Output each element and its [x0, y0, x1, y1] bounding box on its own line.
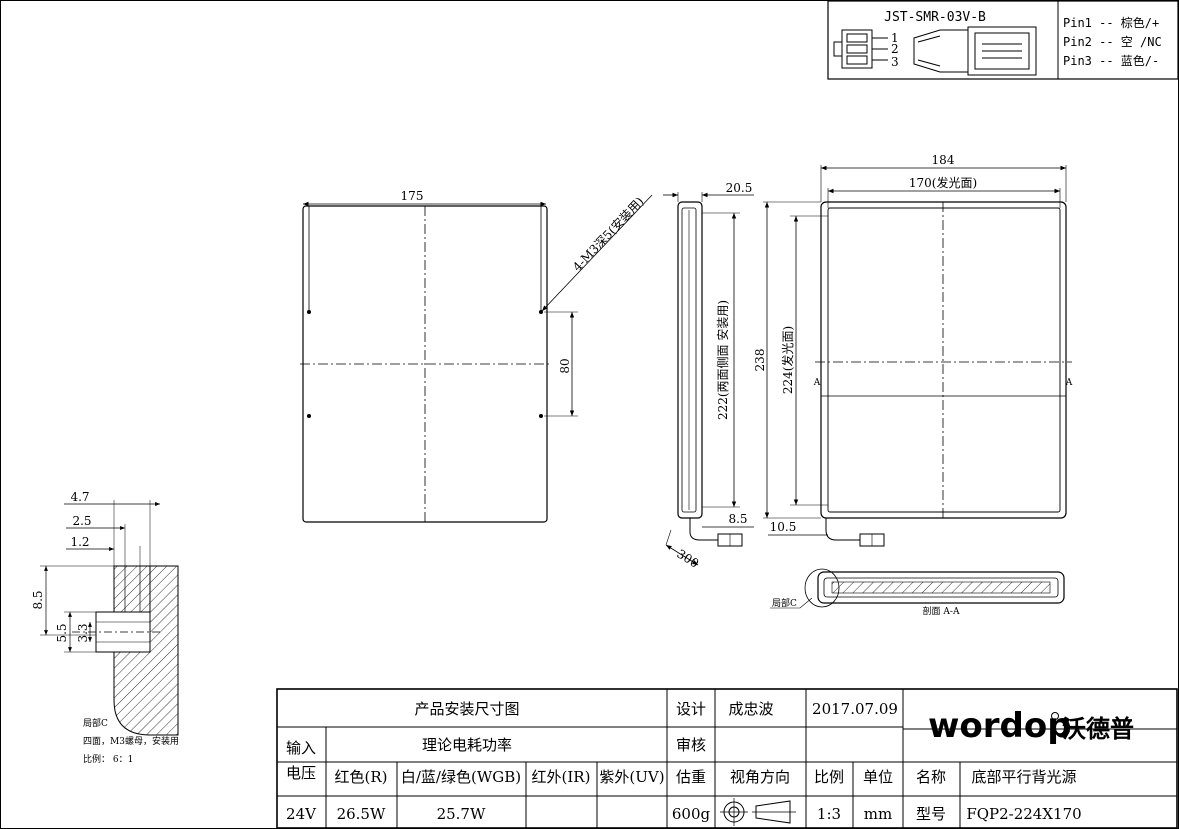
wgb-power-value: 25.7W: [437, 805, 486, 823]
cable-length-dim: 300: [674, 547, 701, 571]
unit-label: 单位: [863, 768, 893, 786]
detail-note-scale: 比例： 6：1: [83, 753, 133, 765]
detail-view: 4.7 2.5 1.2 8.5 5.5 3.3 局部C 四面，M3螺母，安装用 …: [31, 490, 179, 765]
detail-note-title: 局部C: [83, 717, 108, 729]
design-label: 设计: [676, 700, 706, 718]
designer-name: 成忠波: [728, 700, 773, 718]
section-mark-right: A: [1065, 378, 1073, 388]
detail-dim-8-5: 8.5: [31, 590, 45, 609]
col-wgb: 白/蓝/绿色(WGB): [401, 768, 521, 786]
detail-dim-3-3: 3.3: [76, 623, 90, 642]
pin1-desc: Pin1 -- 棕色/+: [1063, 15, 1159, 30]
section-view: 局部C 剖面 A-A: [770, 568, 1065, 617]
outer-height-dim: 238: [753, 349, 767, 372]
emit-width-dim: 170(发光面): [909, 175, 977, 190]
col-uv: 紫外(UV): [599, 768, 664, 786]
col-ir: 红外(IR): [532, 768, 591, 786]
pin-number-3: 3: [891, 55, 899, 69]
registered-mark-icon: [1051, 712, 1059, 720]
brand-logo-latin: wordop: [928, 706, 1072, 746]
red-power-value: 26.5W: [337, 805, 386, 823]
side-view: 20.5 222(两面侧面 安装用) 8.5 300: [663, 181, 754, 571]
power-header: 理论电耗功率: [422, 736, 512, 754]
detail-callout: 局部C: [772, 597, 797, 609]
pin-number-2: 2: [891, 42, 899, 56]
hole-pitch-dim: 80: [558, 358, 572, 373]
detail-note-desc: 四面，M3螺母，安装用: [83, 735, 179, 747]
unit-value: mm: [864, 805, 892, 823]
model-value: FQP2-224X170: [966, 805, 1081, 823]
connector-box: JST-SMR-03V-B 1 2 3 Pin1 -- 棕色/+ Pin2 --…: [827, 0, 1179, 80]
connector-housing-icon: [913, 26, 1037, 76]
detail-dim-5-5: 5.5: [55, 623, 69, 642]
voltage-value: 24V: [286, 805, 317, 823]
model-label: 型号: [916, 805, 946, 823]
connector-plug-icon: [833, 29, 888, 69]
input-label-1: 输入: [286, 739, 316, 757]
offset-dim: 10.5: [770, 520, 797, 534]
scale-value: 1:3: [817, 805, 841, 823]
review-label: 审核: [676, 736, 706, 754]
weight-label: 估重: [676, 768, 706, 786]
side-thickness-dim: 20.5: [726, 181, 753, 195]
name-label: 名称: [916, 768, 946, 786]
detail-dim-4-7: 4.7: [70, 490, 89, 504]
scale-label: 比例: [814, 768, 844, 786]
input-label-2: 电压: [286, 764, 316, 782]
connector-model: JST-SMR-03V-B: [884, 10, 986, 25]
pin2-desc: Pin2 -- 空 /NC: [1063, 35, 1162, 49]
side-bottom-dim: 8.5: [728, 512, 747, 526]
view-direction-label: 视角方向: [730, 768, 790, 786]
front-view: 175 80 4-M3深5(安装用): [300, 189, 653, 523]
side-height-dim: 222(两面侧面 安装用): [715, 300, 730, 420]
outer-width-dim: 184: [932, 153, 955, 167]
section-mark-left: A: [813, 378, 821, 388]
drawing-title: 产品安装尺寸图: [414, 700, 519, 718]
section-label: 剖面 A-A: [923, 605, 960, 617]
title-block: 产品安装尺寸图 设计 成忠波 2017.07.09 wordop 沃德普 输入 …: [276, 688, 1178, 829]
weight-value: 600g: [672, 805, 711, 823]
pin-number-1: 1: [891, 31, 899, 45]
drawing-date: 2017.07.09: [812, 700, 898, 718]
emit-height-dim: 224(发光面): [780, 326, 795, 394]
pin3-desc: Pin3 -- 蓝色/-: [1063, 54, 1159, 68]
projection-symbol-icon: [720, 798, 796, 826]
hole-callout: 4-M3深5(安装用): [569, 194, 646, 274]
product-name: 底部平行背光源: [971, 768, 1076, 786]
brand-logo-cn: 沃德普: [1062, 715, 1134, 743]
front-width-dim: 175: [401, 189, 424, 203]
detail-dim-1-2: 1.2: [70, 535, 89, 549]
detail-dim-2-5: 2.5: [72, 514, 91, 528]
col-red: 红色(R): [335, 768, 388, 786]
right-view: A A 184 170(发光面) 238 224(发光面) 10.5: [753, 153, 1073, 547]
